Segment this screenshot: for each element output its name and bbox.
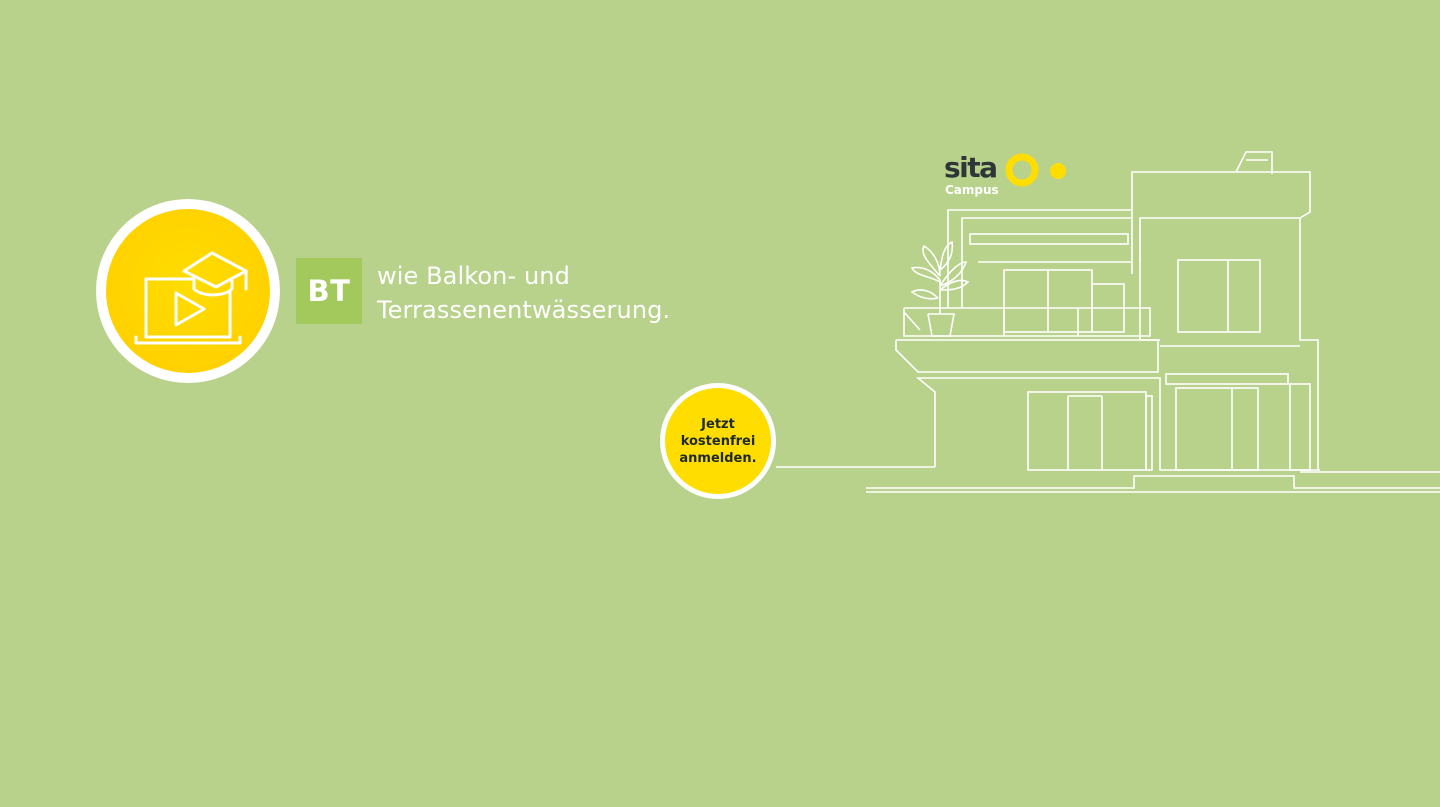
tagline-line-1: wie Balkon- und (377, 262, 570, 290)
logo-wordmark: sita (944, 151, 998, 184)
cta-line-1: Jetzt (701, 416, 735, 432)
cta-line-3: anmelden. (679, 450, 757, 466)
register-free-button[interactable]: Jetzt kostenfrei anmelden. (660, 383, 776, 499)
logo-rings-icon (1005, 153, 1066, 187)
cta-line-2: kostenfrei (680, 433, 756, 449)
sita-campus-logo[interactable]: sita Campus (944, 150, 1084, 200)
laptop-video-graduation-cap-icon (134, 251, 248, 345)
course-icon-badge (96, 199, 280, 383)
course-code-box: BT (296, 258, 362, 324)
tagline-line-2: Terrassenentwässerung. (377, 296, 671, 324)
course-code: BT (307, 274, 351, 308)
logo-subline: Campus (945, 183, 999, 197)
course-icon-badge-fill (106, 209, 270, 373)
register-free-button-fill: Jetzt kostenfrei anmelden. (665, 388, 771, 494)
course-tagline: wie Balkon- und Terrassenentwässerung. (377, 259, 670, 327)
